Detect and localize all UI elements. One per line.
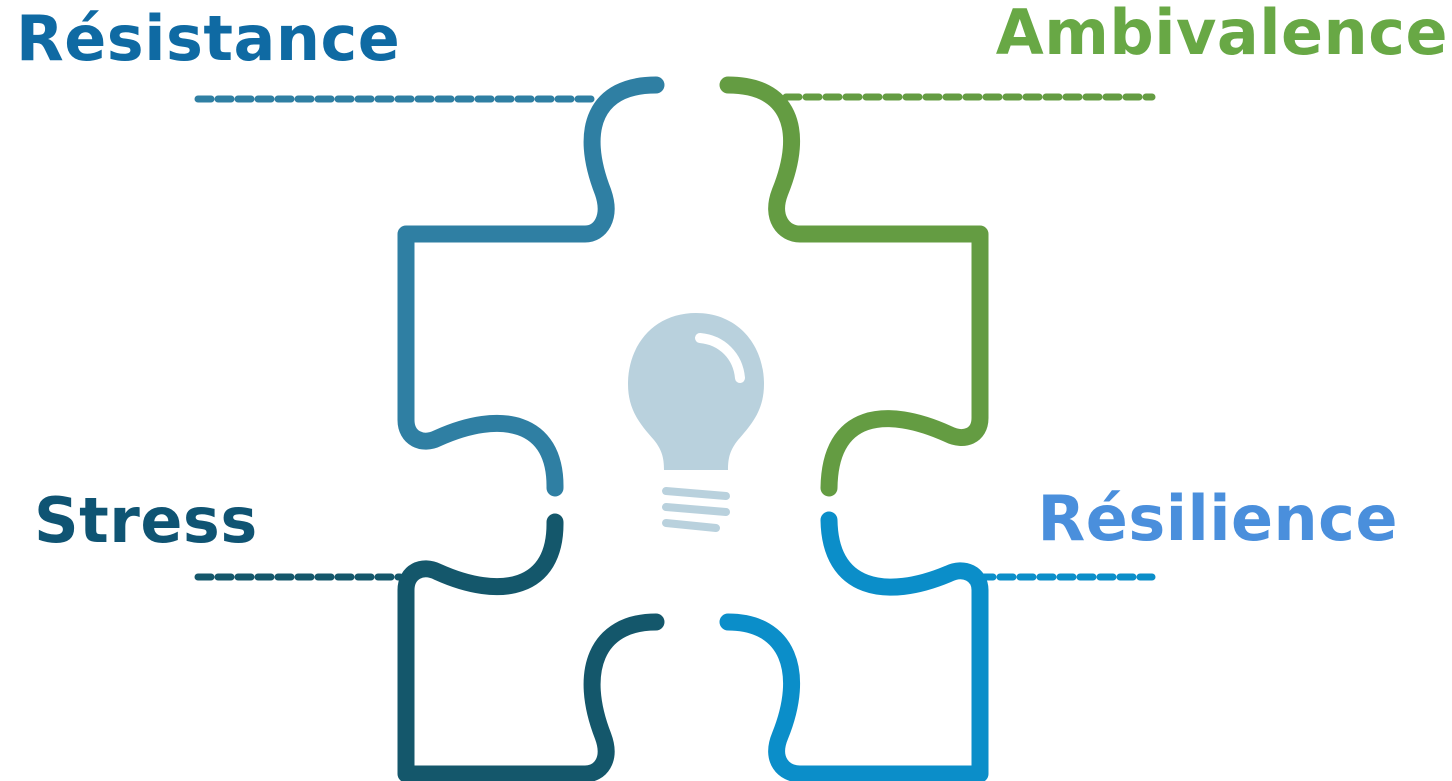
bulb-base-line-2 [662,503,730,516]
label-resilience: Résilience [1037,482,1398,555]
lightbulb-icon [628,313,764,532]
bulb-highlight [695,333,745,383]
puzzle-piece-stress [397,513,665,781]
label-resistance: Résistance [16,2,401,75]
label-ambivalence: Ambivalence [995,0,1448,69]
puzzle-piece-ambivalence [719,76,989,497]
bulb-base-line-3 [662,519,720,532]
puzzle-piece-resistance [397,76,665,497]
label-stress: Stress [34,484,258,557]
puzzle-piece-resilience [719,511,989,781]
bulb-base-line-1 [662,487,730,500]
